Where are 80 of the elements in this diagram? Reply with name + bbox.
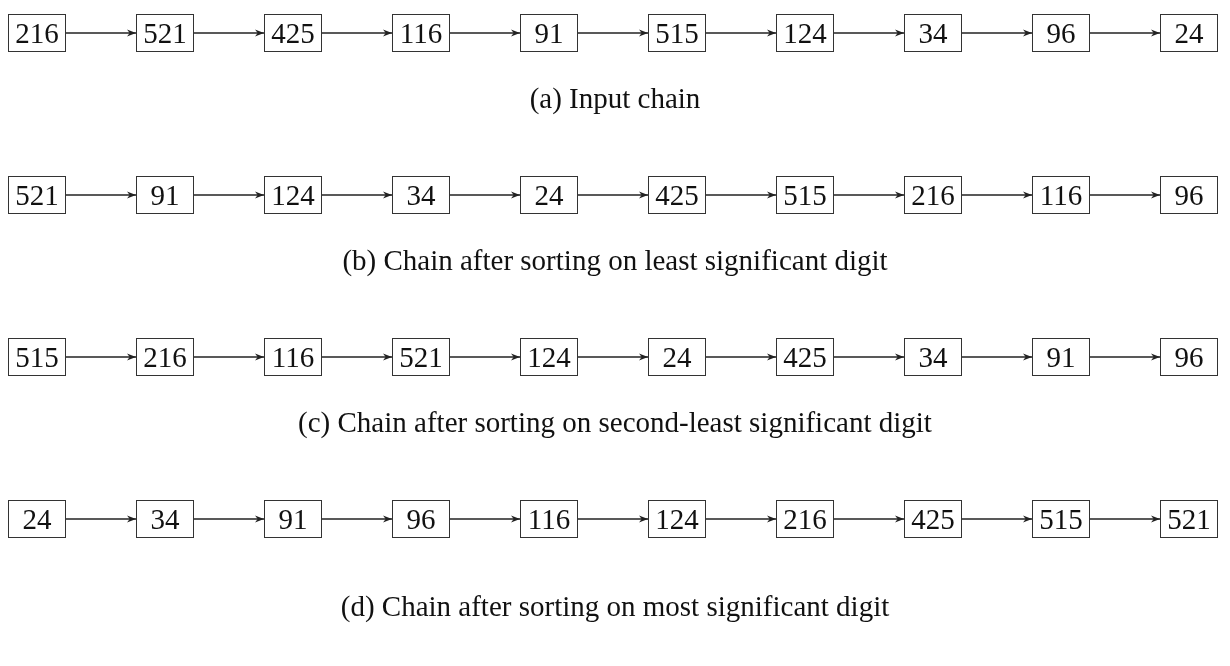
- list-node-box: 116: [264, 338, 322, 376]
- list-node-box: 24: [520, 176, 578, 214]
- list-node-box: 96: [1160, 176, 1218, 214]
- arrow: [321, 191, 393, 199]
- list-node-box: 116: [520, 500, 578, 538]
- arrow: [193, 191, 265, 199]
- arrow: [577, 191, 649, 199]
- list-node-box: 515: [776, 176, 834, 214]
- list-node-box: 24: [8, 500, 66, 538]
- arrow: [65, 191, 137, 199]
- arrow: [833, 353, 905, 361]
- list-node-box: 91: [520, 14, 578, 52]
- arrow: [65, 29, 137, 37]
- list-node-box: 216: [136, 338, 194, 376]
- list-node-box: 34: [904, 14, 962, 52]
- arrow: [321, 515, 393, 523]
- list-node-box: 521: [136, 14, 194, 52]
- list-node-box: 34: [392, 176, 450, 214]
- arrow: [833, 29, 905, 37]
- arrow: [961, 353, 1033, 361]
- arrow: [705, 191, 777, 199]
- list-node-box: 96: [1032, 14, 1090, 52]
- list-node-box: 116: [1032, 176, 1090, 214]
- arrow: [961, 515, 1033, 523]
- list-node-box: 425: [776, 338, 834, 376]
- arrow: [705, 29, 777, 37]
- list-node-box: 425: [904, 500, 962, 538]
- list-node-box: 91: [136, 176, 194, 214]
- list-node-box: 425: [264, 14, 322, 52]
- arrow: [193, 353, 265, 361]
- list-node-box: 96: [392, 500, 450, 538]
- chain-caption: (d) Chain after sorting on most significant digit: [339, 590, 891, 623]
- list-node-box: 515: [8, 338, 66, 376]
- arrow: [577, 29, 649, 37]
- arrow: [449, 515, 521, 523]
- arrow: [321, 353, 393, 361]
- arrow: [193, 29, 265, 37]
- list-node-box: 116: [392, 14, 450, 52]
- list-node-box: 34: [904, 338, 962, 376]
- list-node-box: 124: [776, 14, 834, 52]
- list-node-box: 216: [904, 176, 962, 214]
- list-node-box: 216: [776, 500, 834, 538]
- arrow: [833, 191, 905, 199]
- list-node-box: 24: [648, 338, 706, 376]
- arrow: [577, 515, 649, 523]
- list-node-box: 34: [136, 500, 194, 538]
- list-node-box: 91: [264, 500, 322, 538]
- arrow: [65, 353, 137, 361]
- list-node-box: 425: [648, 176, 706, 214]
- list-node-box: 521: [1160, 500, 1218, 538]
- list-node-box: 96: [1160, 338, 1218, 376]
- chain-caption: (c) Chain after sorting on second-least significant digit: [297, 406, 933, 439]
- list-node-box: 216: [8, 14, 66, 52]
- arrow: [961, 29, 1033, 37]
- arrow: [449, 353, 521, 361]
- list-node-box: 521: [392, 338, 450, 376]
- arrow: [961, 191, 1033, 199]
- list-node-box: 91: [1032, 338, 1090, 376]
- arrow: [1089, 515, 1161, 523]
- arrow: [577, 353, 649, 361]
- arrow: [1089, 191, 1161, 199]
- list-node-box: 124: [648, 500, 706, 538]
- arrow: [1089, 353, 1161, 361]
- arrow: [833, 515, 905, 523]
- list-node-box: 124: [520, 338, 578, 376]
- list-node-box: 124: [264, 176, 322, 214]
- arrow: [449, 191, 521, 199]
- list-node-box: 515: [648, 14, 706, 52]
- chain-caption: (a) Input chain: [528, 82, 702, 115]
- chain-caption: (b) Chain after sorting on least significant digit: [341, 244, 889, 277]
- arrow: [705, 353, 777, 361]
- list-node-box: 515: [1032, 500, 1090, 538]
- arrow: [705, 515, 777, 523]
- arrow: [1089, 29, 1161, 37]
- arrow: [449, 29, 521, 37]
- arrow: [193, 515, 265, 523]
- list-node-box: 521: [8, 176, 66, 214]
- list-node-box: 24: [1160, 14, 1218, 52]
- arrow: [65, 515, 137, 523]
- arrow: [321, 29, 393, 37]
